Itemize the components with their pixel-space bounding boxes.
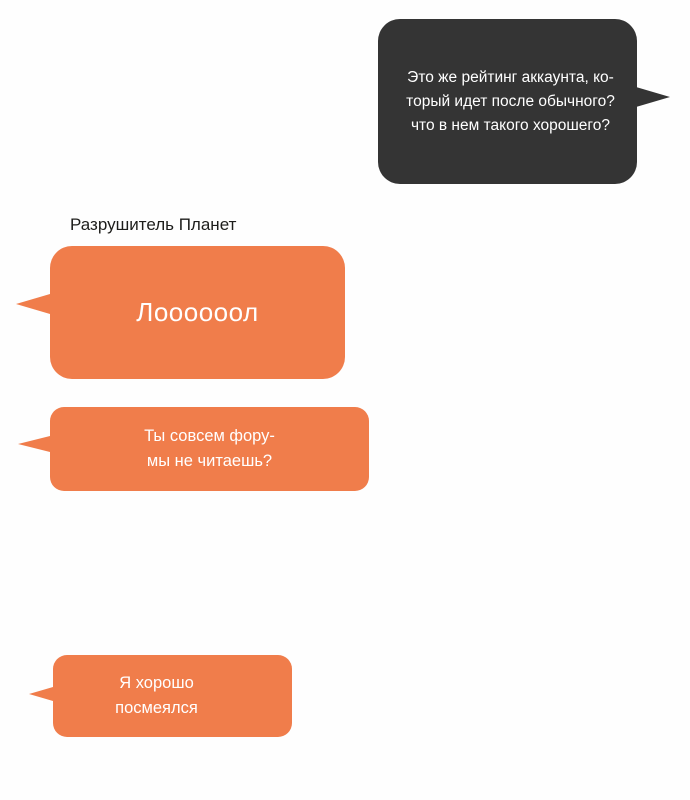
message-text: Ты совсем фору- мы не читаешь?: [144, 427, 275, 470]
bubble-tail: [18, 436, 50, 452]
incoming-message-bubble: Я хорошо посмеялся: [29, 655, 292, 737]
outgoing-message-bubble: Это же рейтинг аккаунта, ко- торый идет …: [378, 19, 670, 184]
message-text: Я хорошо посмеялся: [115, 674, 198, 717]
bubble-tail: [636, 87, 670, 107]
bubble-tail: [29, 687, 53, 701]
incoming-message-bubble: Ты совсем фору- мы не читаешь?: [18, 407, 369, 491]
message-text: Это же рейтинг аккаунта, ко- торый идет …: [406, 68, 615, 134]
sender-name: Разрушитель Планет: [70, 215, 237, 234]
bubble-tail: [16, 294, 50, 314]
incoming-message-bubble: Лоооооол: [16, 246, 345, 379]
message-text: Лоооооол: [136, 297, 259, 327]
